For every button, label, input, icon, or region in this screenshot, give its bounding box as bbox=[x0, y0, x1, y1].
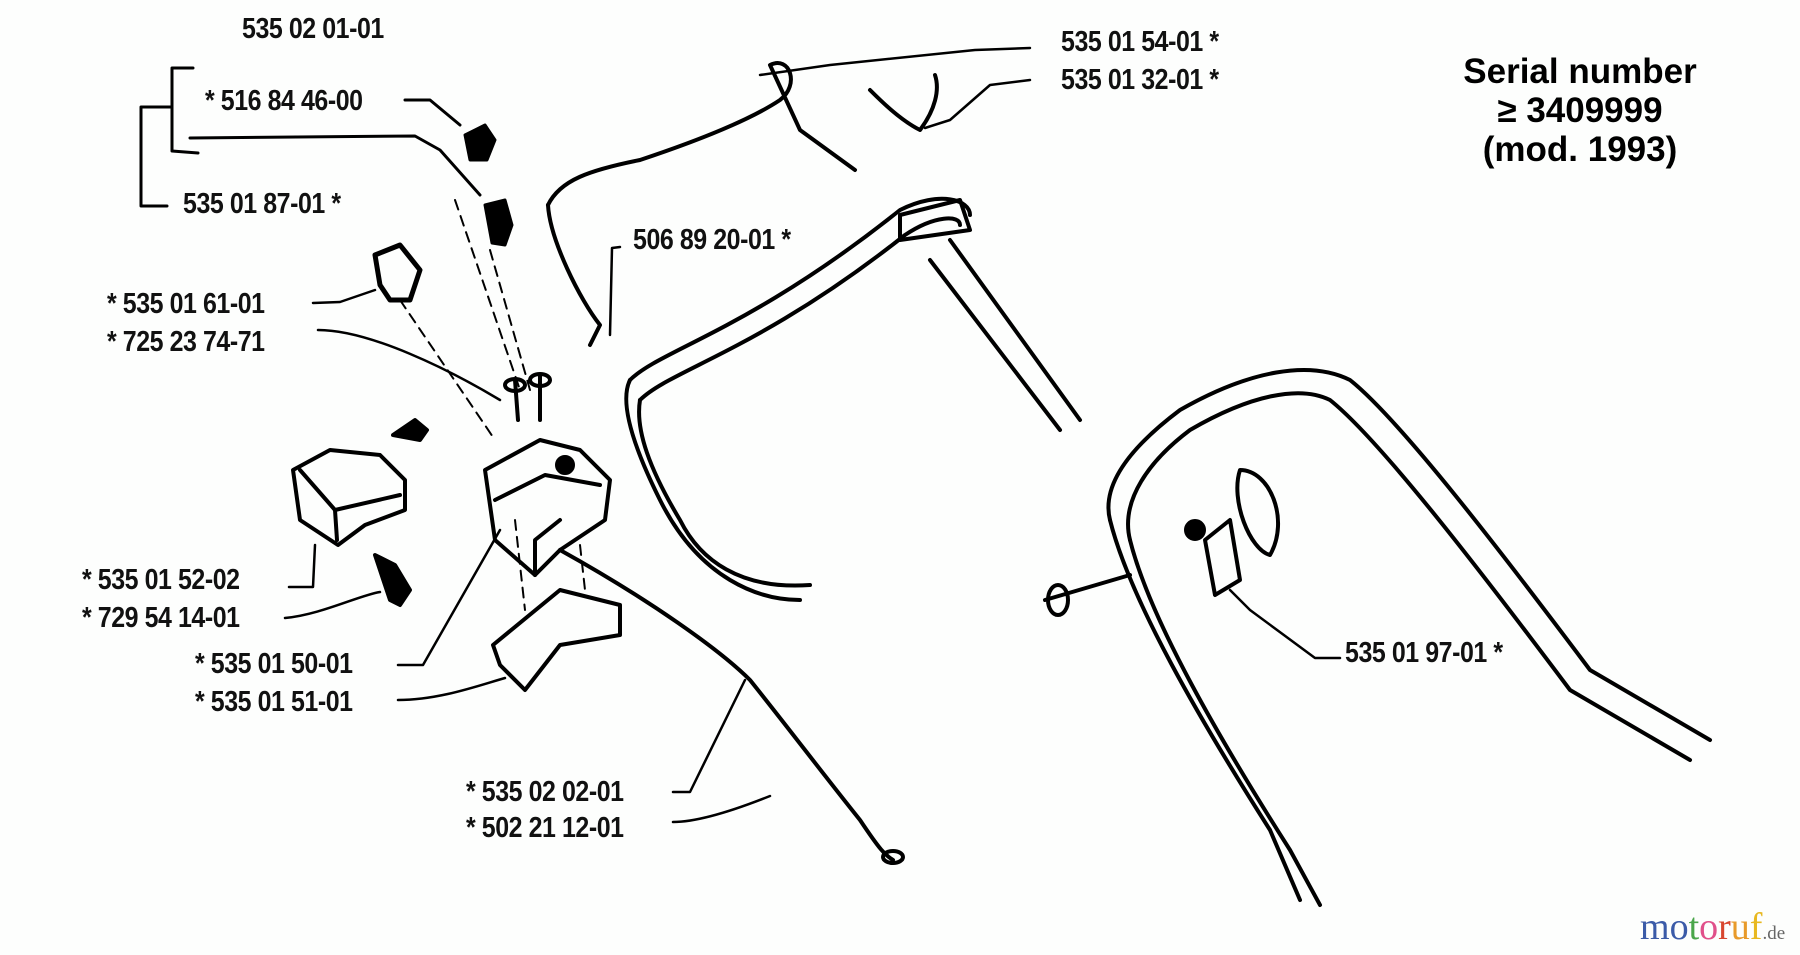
serial-note-line2: ≥ 3409999 bbox=[1497, 91, 1663, 131]
logo-letter: f bbox=[1749, 906, 1763, 948]
logo-letter: o bbox=[1669, 906, 1689, 948]
logo-letter: t bbox=[1688, 906, 1700, 948]
serial-number-note: Serial number ≥ 3409999 (mod. 1993) bbox=[1420, 52, 1740, 170]
part-label-535-02-01-01: 535 02 01-01 bbox=[242, 13, 384, 45]
motoruf-logo: motoruf.de bbox=[1640, 908, 1785, 946]
part-label-506-89-20-01: 506 89 20-01 * bbox=[633, 224, 791, 256]
serial-note-line3: (mod. 1993) bbox=[1482, 130, 1678, 170]
serial-note-line1: Serial number bbox=[1463, 52, 1697, 91]
part-label-725-23-74-71: * 725 23 74-71 bbox=[107, 326, 265, 358]
mount-bracket bbox=[491, 588, 622, 692]
logo-letter: o bbox=[1699, 906, 1719, 948]
part-label-502-21-12-01: * 502 21 12-01 bbox=[466, 812, 624, 844]
upper-handle bbox=[1043, 368, 1712, 907]
control-box bbox=[483, 372, 612, 577]
part-label-516-84-46-00: * 516 84 46-00 bbox=[205, 85, 363, 117]
part-label-535-01-61-01: * 535 01 61-01 bbox=[107, 288, 265, 320]
part-label-535-01-51-01: * 535 01 51-01 bbox=[195, 686, 353, 718]
leader-lines bbox=[283, 46, 1342, 824]
part-label-535-01-97-01: 535 01 97-01 * bbox=[1345, 637, 1503, 669]
assembly-guides bbox=[399, 199, 586, 611]
part-label-535-01-32-01: 535 01 32-01 * bbox=[1061, 64, 1219, 96]
logo-suffix: .de bbox=[1762, 923, 1786, 944]
logo-letter: m bbox=[1640, 906, 1670, 948]
logo-letter: r bbox=[1718, 906, 1731, 948]
logo-letter: u bbox=[1730, 906, 1750, 948]
bracket-lines bbox=[139, 66, 482, 208]
throttle-cable bbox=[546, 61, 939, 865]
part-label-535-01-50-01: * 535 01 50-01 bbox=[195, 648, 353, 680]
part-label-729-54-14-01: * 729 54 14-01 bbox=[82, 602, 240, 634]
lower-handle bbox=[624, 196, 1082, 602]
cover-piece bbox=[291, 418, 429, 607]
part-label-535-02-02-01: * 535 02 02-01 bbox=[466, 776, 624, 808]
part-label-535-01-87-01: 535 01 87-01 * bbox=[183, 188, 341, 220]
part-label-535-01-54-01: 535 01 54-01 * bbox=[1061, 26, 1219, 58]
part-label-535-01-52-02: * 535 01 52-02 bbox=[82, 564, 240, 596]
cable-knob bbox=[372, 123, 514, 303]
